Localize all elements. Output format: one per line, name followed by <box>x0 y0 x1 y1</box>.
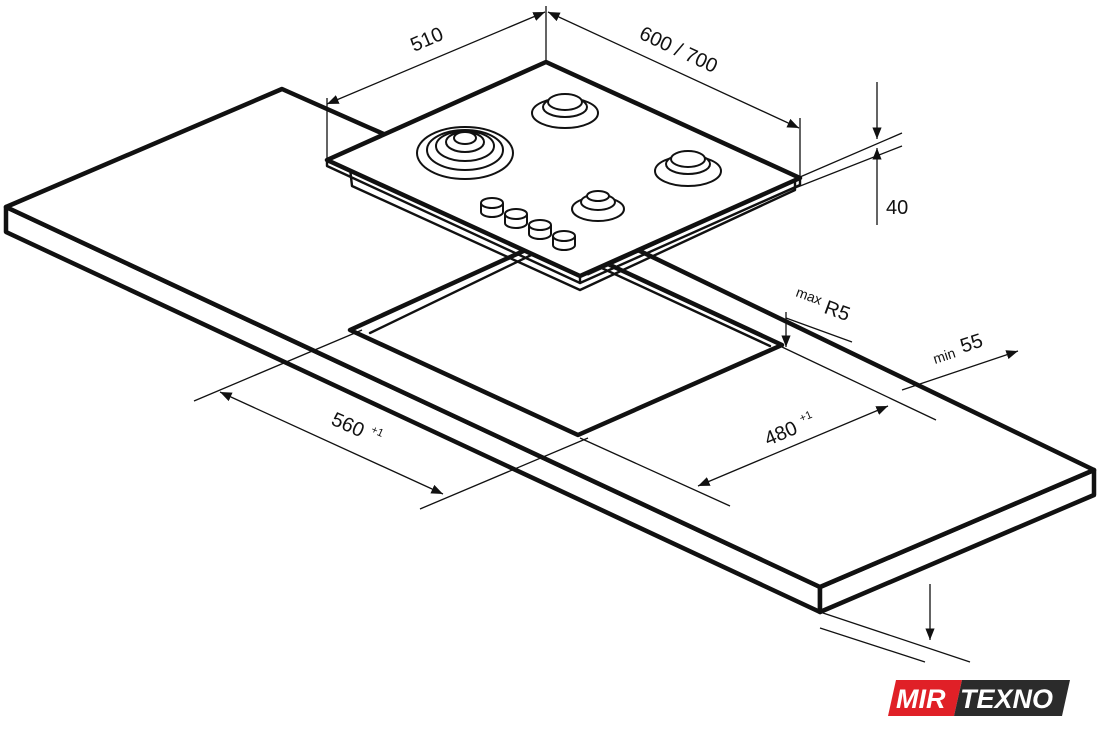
dim-min55-label: min 55 <box>931 330 986 367</box>
knob-2 <box>504 208 528 229</box>
dim-min55-value: 55 <box>958 330 986 358</box>
dim-r5-prefix: max <box>794 284 824 308</box>
knob-4 <box>552 230 576 251</box>
dim-r5-label: max R5 <box>794 284 853 326</box>
burner-triple-crown <box>416 126 514 180</box>
dim-r5-value: R5 <box>821 297 853 326</box>
dim-40-label: 40 <box>886 197 908 219</box>
gas-hob <box>324 59 803 292</box>
dim-560-tolerance: +1 <box>369 424 385 440</box>
dim-600-700-label: 600 / 700 <box>636 23 721 78</box>
mirtexno-logo: MIR TEXNO <box>888 680 1070 716</box>
control-knobs <box>480 197 576 251</box>
logo-mir-block <box>888 680 962 716</box>
burner-right <box>654 150 722 187</box>
dim-min55-prefix: min <box>931 345 957 367</box>
dim-480-tolerance: +1 <box>798 409 814 425</box>
logo-texno-block <box>954 680 1070 716</box>
logo-text-texno: TEXNO <box>960 684 1053 714</box>
dim-510-label: 510 <box>407 23 446 56</box>
burner-front <box>571 190 625 222</box>
knob-3 <box>528 219 552 240</box>
knob-1 <box>480 197 504 218</box>
dim-560-value: 560 <box>328 408 367 442</box>
logo-text-mir: MIR <box>896 684 946 714</box>
burner-rear <box>531 93 599 129</box>
dimension-lines <box>193 6 1019 663</box>
dim-560-label: 560 +1 <box>328 408 385 442</box>
